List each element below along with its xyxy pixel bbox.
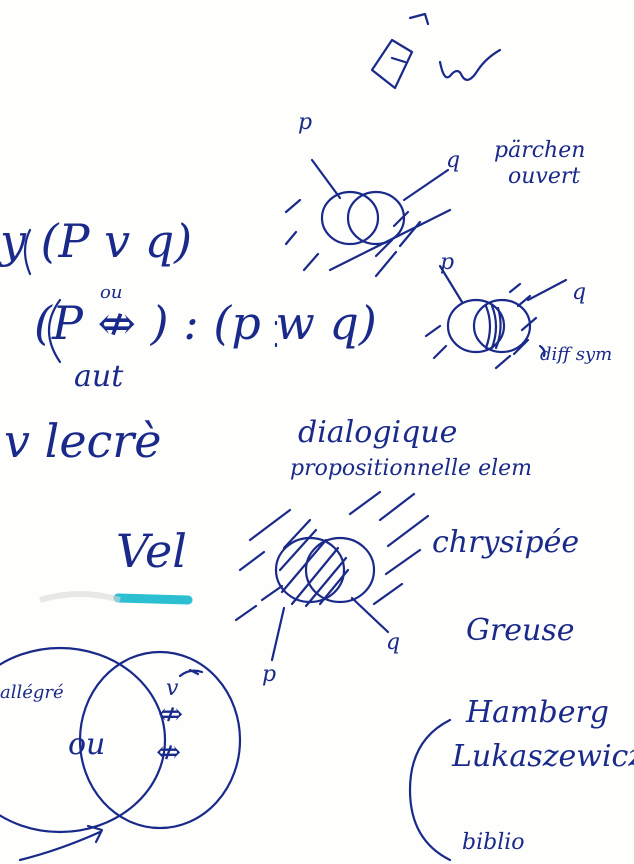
aut-label: aut: [74, 359, 124, 394]
vel-label: Vel: [116, 524, 187, 578]
venn-low: [234, 490, 430, 662]
biblio-label: biblio: [462, 830, 525, 855]
bottom-arrow: [18, 824, 104, 862]
left-paren-2: [48, 298, 62, 364]
gray-smudge: [39, 591, 121, 603]
greuse-label: Greuse: [466, 613, 575, 648]
diff-sym-label: diff sym: [540, 344, 613, 365]
vel-highlight: [113, 593, 193, 605]
diamond-sketch: [370, 12, 430, 90]
ou-small-label: ou: [100, 282, 123, 303]
pairs-open-line2: ouvert: [508, 164, 581, 189]
hook-line: [538, 344, 546, 358]
p-top-label: p: [298, 110, 313, 135]
names-bracket: [408, 718, 452, 862]
hamberg-label: Hamberg: [466, 695, 609, 730]
lk-label: v lecrè: [4, 414, 162, 468]
q-mid-label: q: [572, 280, 587, 305]
disjoint-label: allégré: [0, 682, 64, 703]
venn-top: [284, 158, 452, 278]
propositional-label: propositionnelle elem: [290, 456, 532, 481]
venn-middle: [424, 264, 568, 370]
q-low-label: q: [386, 630, 401, 655]
ou-circle-label: ou: [68, 727, 106, 762]
lw-scribble: [438, 48, 502, 81]
dialogique-label: dialogique: [298, 415, 458, 450]
chrysippe-label: chrysipée: [432, 525, 580, 560]
venn-bottom: [0, 646, 242, 834]
p-mid-label: p: [440, 250, 455, 275]
left-paren-1: [23, 228, 32, 276]
formula-xor: (P ⇎ ) : (p w q): [34, 296, 377, 350]
neq-mark-1: ⇎: [158, 697, 184, 732]
p-low-label: p: [262, 662, 277, 687]
v-mark: v: [166, 676, 179, 701]
q-top-label: q: [446, 148, 461, 173]
pairs-open-line1: pärchen: [494, 138, 586, 163]
formula-p-or-q: y (P v q): [0, 214, 193, 268]
neq-mark-2: ⇎: [156, 735, 182, 770]
lukasiewicz-label: Lukaszewicz: [452, 739, 634, 774]
